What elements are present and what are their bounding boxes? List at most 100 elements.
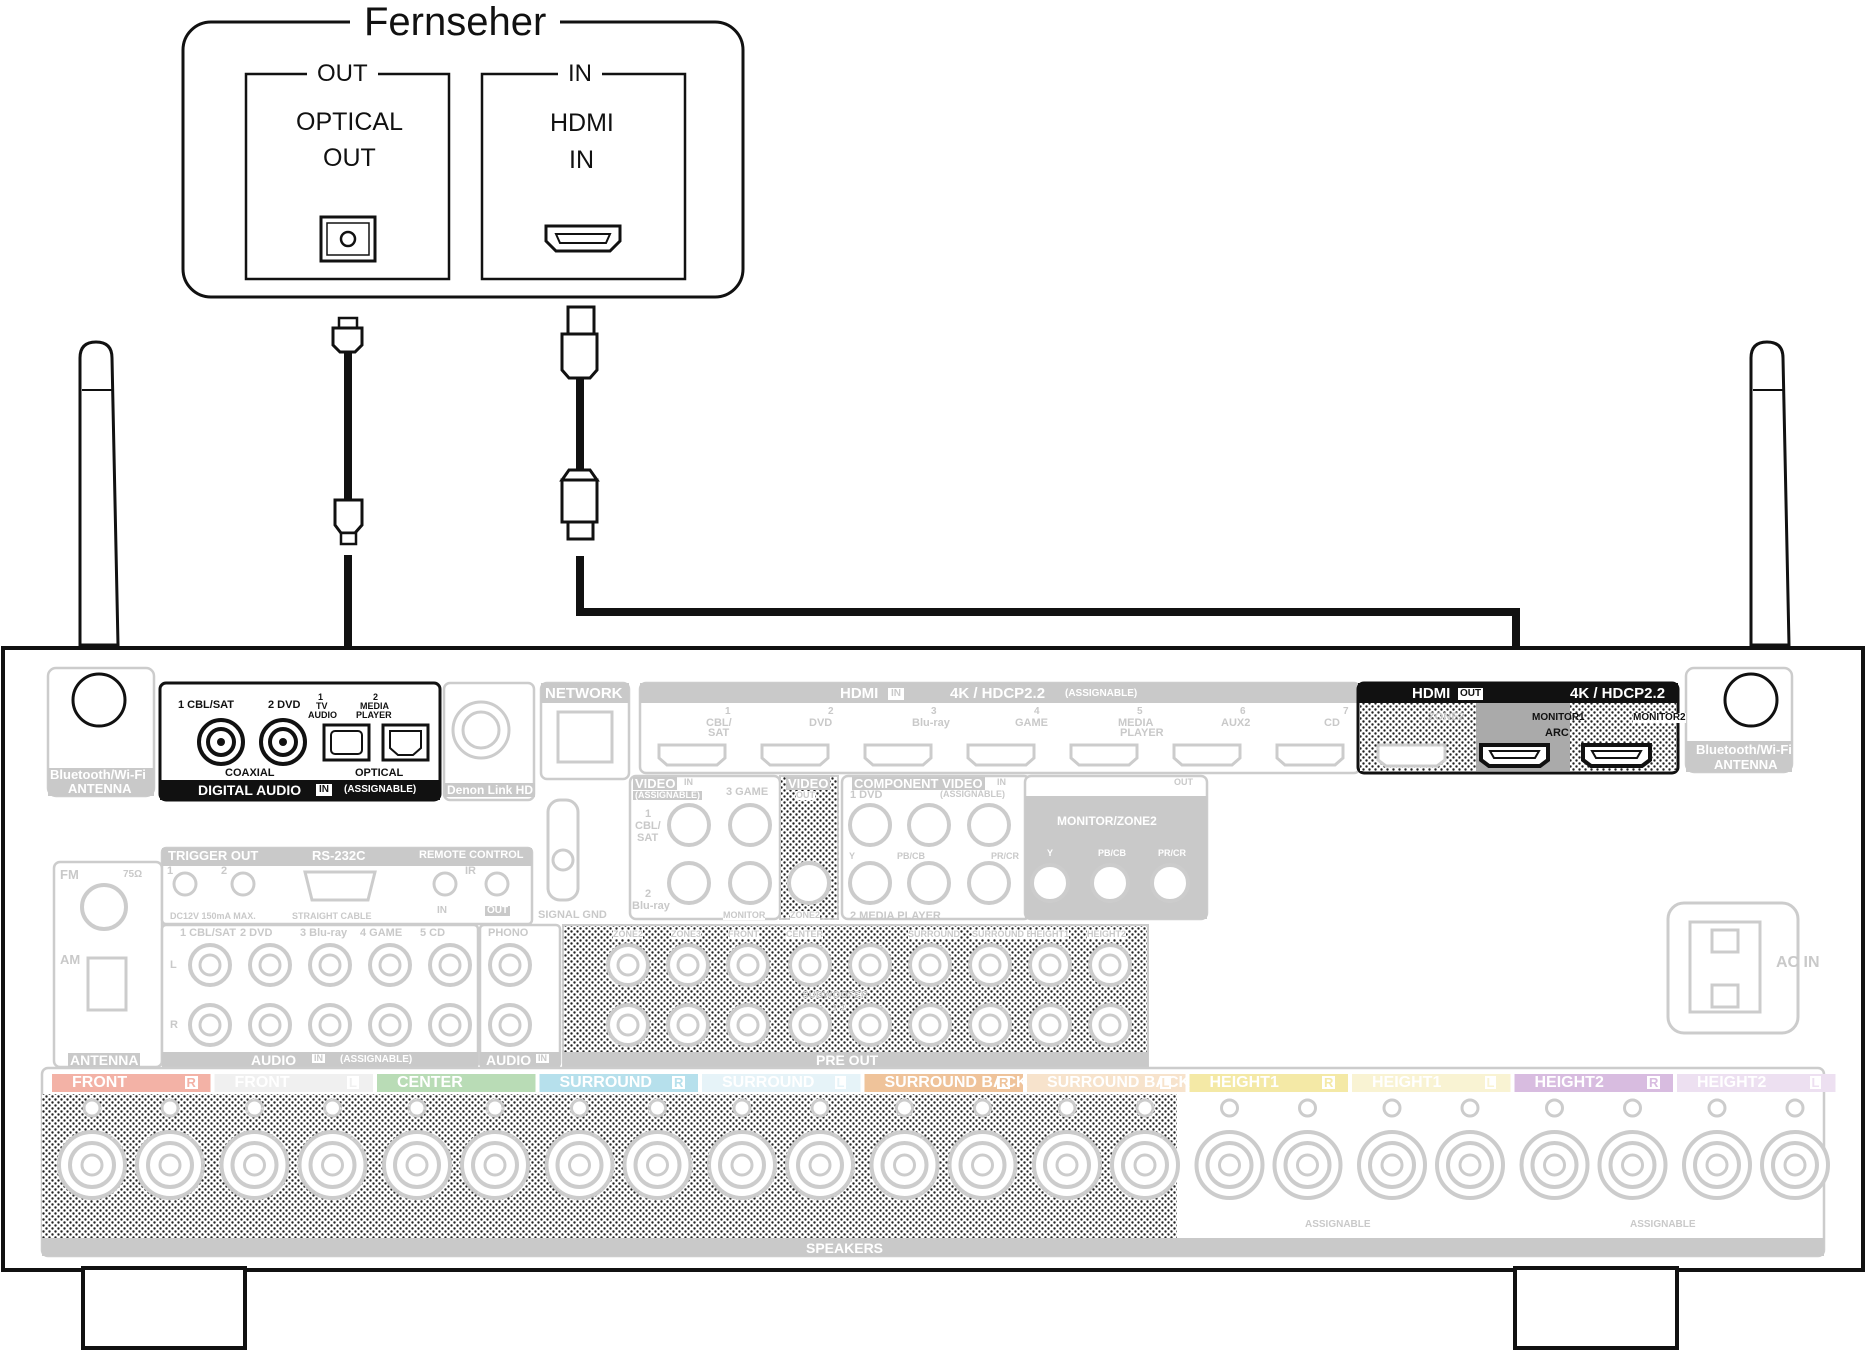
speaker-band-4 [539, 1074, 698, 1092]
speaker-side-label-5: L [834, 1075, 847, 1090]
pre-out-label-7: HEIGHT1 [1030, 929, 1070, 939]
pre-out-jack [788, 1003, 832, 1047]
hdmi-in-ports [657, 743, 1345, 767]
speaker-band-8 [1189, 1074, 1348, 1092]
phono-label: PHONO [488, 927, 529, 939]
tv-audio-label-1: TV [316, 701, 328, 711]
speaker-side-label-9: L [1484, 1075, 1497, 1090]
speaker-terminal [947, 1098, 1018, 1200]
pre-out-label-6: SURROUND BACK [972, 929, 1053, 939]
speaker-channel-label-11: HEIGHT2 [1697, 1074, 1767, 1091]
pre-out-jack [606, 943, 650, 987]
trigger-out-1-label: 1 [167, 865, 174, 877]
hdmi-in-title: HDMI [840, 685, 879, 702]
remote-out-label: OUT [485, 905, 511, 916]
antenna-left-label-2: ANTENNA [68, 781, 132, 796]
video-in-title: VIDEO [633, 776, 678, 791]
network-label: NETWORK [545, 685, 623, 702]
pre-out-label-8: HEIGHT2 [1087, 929, 1127, 939]
tv-audio-num: 1 [318, 692, 324, 702]
hdmi-out-badge: OUT [1458, 688, 1484, 700]
pre-out-jack [848, 943, 892, 987]
subwoofer-label: SUBWOOFER [802, 990, 869, 1001]
speaker-terminal [57, 1098, 127, 1200]
component-in-pb-label: PB/CB [897, 851, 926, 861]
speaker-side-label-1: R [184, 1075, 198, 1090]
trigger-rs232-remote-panel [160, 846, 534, 926]
video-out-badge: OUT [796, 790, 815, 800]
phono-audio-title: AUDIO [486, 1052, 532, 1068]
pre-out-jack [1088, 943, 1132, 987]
trigger-out-title: TRIGGER OUT [168, 848, 259, 863]
audio-in-r-label: R [170, 1019, 178, 1031]
denon-link-port [442, 681, 536, 802]
tv-hdmi-label-1: HDMI [550, 109, 614, 137]
speaker-terminal [1519, 1098, 1590, 1200]
pre-out-jack [1028, 1003, 1072, 1047]
speaker-terminal [382, 1098, 452, 1200]
video-port-3-label: 3 GAME [726, 786, 769, 798]
audio-in-jacks [188, 943, 532, 1047]
tv-optical-label-2: OUT [323, 144, 376, 172]
audio-in-label-1: 1 CBL/SAT [180, 927, 237, 939]
audio-in-jack [188, 943, 232, 987]
audio-in-label-2: 2 DVD [240, 927, 273, 939]
video-port-1-num: 1 [645, 808, 652, 820]
component-out-panel [1023, 774, 1209, 921]
speaker-terminal [1760, 1098, 1830, 1200]
hdmi-in-port-num-2: 2 [828, 706, 834, 717]
rs232c-cable-label: STRAIGHT CABLE [292, 911, 372, 921]
hdmi-in-port-name-4: GAME [1015, 717, 1048, 729]
antenna-right-label-1: Bluetooth/Wi-Fi [1696, 742, 1792, 757]
audio-in-jack [248, 1003, 292, 1047]
video-port-2-num: 2 [645, 888, 652, 900]
monitor-label: MONITOR [723, 910, 766, 920]
hdmi-in-badge: IN [888, 688, 904, 700]
audio-in-jack [428, 943, 472, 987]
hdmi-in-port-num-4: 4 [1034, 706, 1040, 717]
component-out-y-label: Y [1047, 848, 1054, 858]
component-in-assignable: (ASSIGNABLE) [940, 789, 1005, 799]
antenna-right-label-2: ANTENNA [1714, 757, 1778, 772]
hdmi-in-port-num-6: 6 [1240, 706, 1246, 717]
hdmi-out-zone2-port [1376, 743, 1447, 768]
speaker-band-1 [52, 1074, 211, 1092]
tv-out-group-label: OUT [307, 62, 378, 86]
hdmi-in-port-4 [966, 743, 1036, 767]
hdmi-in-port-name-3: Blu-ray [912, 717, 950, 729]
digital-audio-assignable: (ASSIGNABLE) [344, 784, 417, 795]
speaker-terminal [1357, 1098, 1427, 1200]
speaker-channel-label-2: FRONT [234, 1074, 290, 1091]
audio-in-jack [188, 1003, 232, 1047]
hdmi-in-port-name2-1: SAT [708, 727, 730, 739]
pre-out-label-4: CENTER [786, 929, 824, 939]
component-in-badge: IN [997, 777, 1006, 787]
audio-in-jack [368, 943, 412, 987]
pre-out-jacks [606, 943, 1132, 1047]
pre-out-label-1: ZONE2 [613, 929, 644, 939]
speaker-side-label-10: R [1647, 1075, 1661, 1090]
antenna-label: ANTENNA [68, 1052, 141, 1068]
zone2-video-label: ZONE2 [790, 910, 821, 920]
audio-in-jack [368, 1003, 412, 1047]
pre-out-title: PRE OUT [816, 1052, 879, 1068]
media-player-num: 2 [373, 692, 379, 702]
speaker-channel-label-10: HEIGHT2 [1534, 1074, 1604, 1091]
component-out-title: COMPONENT VIDEO [1034, 776, 1163, 791]
hdmi-in-port-num-7: 7 [1343, 706, 1349, 717]
tv-in-group-label: IN [558, 62, 602, 86]
hdmi-in-port-name-5: MEDIA [1118, 717, 1154, 729]
am-label: AM [60, 952, 81, 967]
speaker-channel-label-1: FRONT [72, 1074, 128, 1091]
video-port-1-label: CBL/ [635, 820, 661, 832]
network-port [539, 681, 631, 781]
denon-link-label: Denon Link HD [445, 783, 535, 797]
tv-title: Fernseher [350, 2, 561, 42]
pre-out-jack [606, 1003, 650, 1047]
speaker-band-2 [214, 1074, 373, 1092]
audio-in-label-3: 3 Blu-ray [300, 927, 348, 939]
speaker-band-9 [1352, 1074, 1511, 1092]
tv-box [181, 20, 745, 299]
tv-audio-label-2: AUDIO [308, 710, 337, 720]
speaker-terminal [544, 1098, 615, 1200]
